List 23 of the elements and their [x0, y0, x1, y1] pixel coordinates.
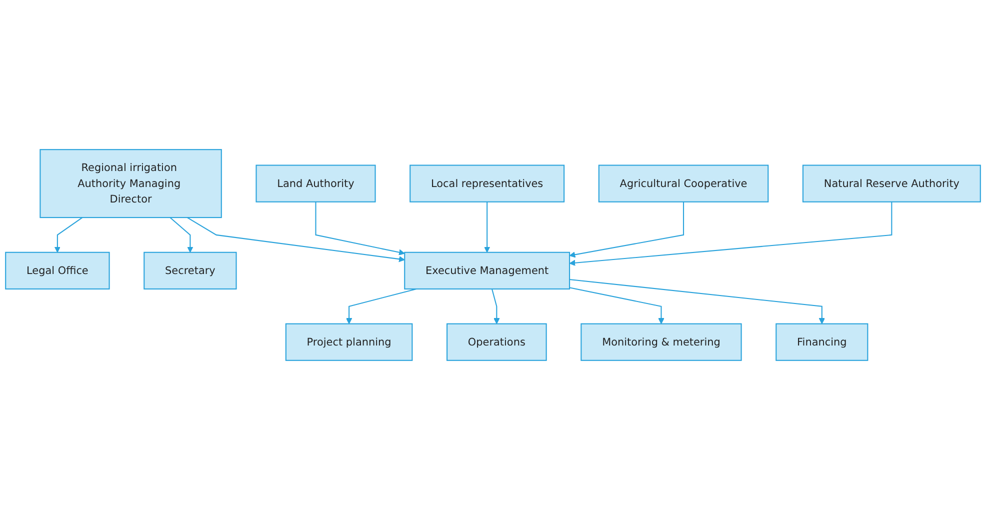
- node-box: Operations: [446, 322, 547, 360]
- arrow: [170, 216, 194, 252]
- arrow: [54, 216, 83, 252]
- arrow: [569, 201, 892, 266]
- node-box: Agricultural Cooperative: [598, 164, 769, 202]
- node-box: Executive Management: [404, 251, 570, 289]
- node-box: Local representatives: [410, 164, 565, 202]
- node-box: Land Authority: [256, 164, 376, 202]
- node-box: Financing: [776, 322, 868, 360]
- arrow: [315, 201, 405, 255]
- arrow: [346, 288, 416, 324]
- node-box: Legal Office: [5, 251, 110, 289]
- node-box: Regional irrigation Authority Managing Director: [40, 148, 222, 218]
- arrow: [484, 201, 490, 252]
- arrow: [569, 286, 664, 324]
- node-box: Monitoring & metering: [580, 322, 742, 360]
- node-box: Project planning: [285, 322, 413, 360]
- node-box: Secretary: [144, 251, 237, 289]
- node-box: Natural Reserve Authority: [802, 164, 981, 202]
- arrow: [187, 216, 405, 262]
- arrow: [569, 201, 684, 258]
- arrow: [491, 288, 500, 324]
- arrow: [569, 278, 825, 324]
